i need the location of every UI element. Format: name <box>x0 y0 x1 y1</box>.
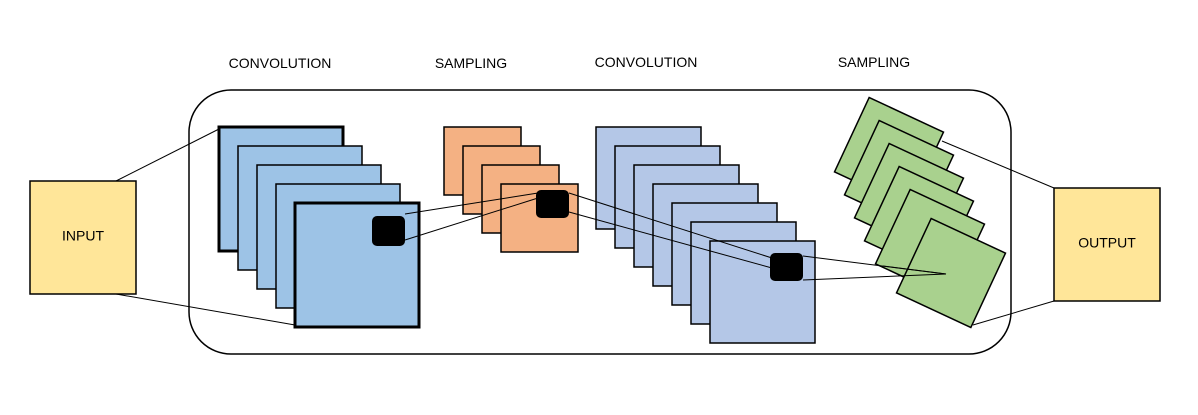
label-sampling-1: SAMPLING <box>435 55 507 71</box>
line-kernel2-to-conv2-bottom <box>568 211 773 269</box>
line-kernel3-to-sampling2-bottom <box>802 273 947 281</box>
line-kernel2-to-conv2-top <box>568 192 773 259</box>
label-convolution-1: CONVOLUTION <box>229 55 332 71</box>
kernel-conv1 <box>372 216 405 246</box>
output-rect <box>1053 187 1161 302</box>
convolution-1-stack <box>217 125 421 329</box>
input-rect <box>29 180 137 295</box>
sampling-2-stack <box>833 96 1007 329</box>
input-label: INPUT <box>62 228 104 244</box>
line-kernel1-to-sampling1-top <box>404 192 539 215</box>
output-box: OUTPUT <box>1053 187 1161 302</box>
line-sampling2-to-output-bottom <box>972 300 1055 326</box>
line-input-to-conv1-top <box>115 128 220 182</box>
kernel-sampling1 <box>536 190 569 218</box>
output-label: OUTPUT <box>1078 235 1136 251</box>
convolution-2-stack <box>595 126 816 344</box>
label-sampling-2: SAMPLING <box>838 54 910 70</box>
sampling2-map-6 <box>895 217 1007 329</box>
label-convolution-2: CONVOLUTION <box>595 54 698 70</box>
network-container <box>188 89 1012 355</box>
line-sampling2-inner <box>882 265 947 275</box>
line-kernel1-to-sampling1-bottom <box>404 197 539 241</box>
connection-lines <box>115 128 1055 326</box>
sampling-1-stack <box>443 126 579 253</box>
line-input-to-conv1-bottom <box>115 293 296 326</box>
input-box: INPUT <box>29 180 137 295</box>
line-sampling2-to-output-top <box>941 140 1055 189</box>
kernel-conv2 <box>770 253 803 281</box>
